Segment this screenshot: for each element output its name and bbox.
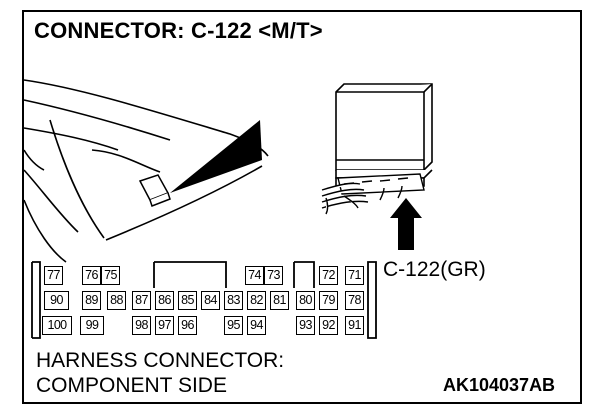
pin-87: 87: [132, 291, 151, 310]
steering-column-line: [49, 119, 105, 239]
pin-97: 97: [155, 316, 174, 335]
pin-89: 89: [82, 291, 101, 310]
steering-wheel-arc: [23, 169, 79, 233]
pin-76: 76: [82, 266, 101, 285]
figure-code: AK104037AB: [443, 375, 556, 395]
pin-88: 88: [107, 291, 126, 310]
pin-81: 81: [270, 291, 289, 310]
pin-93: 93: [296, 316, 315, 335]
dash-connector-icon: [138, 174, 171, 207]
harness-caption-line-2: COMPONENT SIDE: [36, 374, 227, 397]
pin-74: 74: [245, 266, 264, 285]
dash-shelf-line: [23, 127, 119, 151]
pin-86: 86: [155, 291, 174, 310]
location-pointer: [170, 120, 262, 193]
pin-91: 91: [345, 316, 364, 335]
dash-lower-line: [105, 165, 263, 241]
pin-96: 96: [178, 316, 197, 335]
pin-71: 71: [345, 266, 364, 285]
connector-callout-label: C-122(GR): [383, 258, 486, 281]
pin-83: 83: [224, 291, 243, 310]
pin-84: 84: [201, 291, 220, 310]
page-title: CONNECTOR: C-122 <M/T>: [34, 18, 323, 43]
pin-72: 72: [319, 266, 338, 285]
harness-caption-line-1: HARNESS CONNECTOR:: [36, 349, 285, 372]
steering-wheel-lower-arc: [23, 199, 67, 263]
pin-95: 95: [224, 316, 243, 335]
pin-75: 75: [101, 266, 120, 285]
pin-98: 98: [132, 316, 151, 335]
up-arrow-icon: [390, 198, 422, 250]
pin-85: 85: [178, 291, 197, 310]
dash-inner-line: [23, 99, 171, 141]
pin-78: 78: [345, 291, 364, 310]
dashboard-sketch: [23, 79, 269, 263]
pin-99: 99: [80, 316, 104, 335]
harness-caption: HARNESS CONNECTOR: COMPONENT SIDE: [36, 348, 284, 398]
ecu-module-icon: [335, 83, 433, 187]
pin-77: 77: [44, 266, 63, 285]
diagram-frame: [22, 10, 582, 404]
pin-90: 90: [44, 291, 69, 310]
glovebox-line: [91, 149, 161, 173]
vent-line: [23, 149, 45, 171]
pin-82: 82: [247, 291, 266, 310]
pin-80: 80: [296, 291, 315, 310]
pin-92: 92: [319, 316, 338, 335]
pin-73: 73: [264, 266, 283, 285]
pin-79: 79: [319, 291, 338, 310]
harness-plug-icon: [321, 173, 425, 215]
connector-face-outline: [31, 261, 377, 339]
pin-100: 100: [42, 316, 72, 335]
pin-94: 94: [247, 316, 266, 335]
